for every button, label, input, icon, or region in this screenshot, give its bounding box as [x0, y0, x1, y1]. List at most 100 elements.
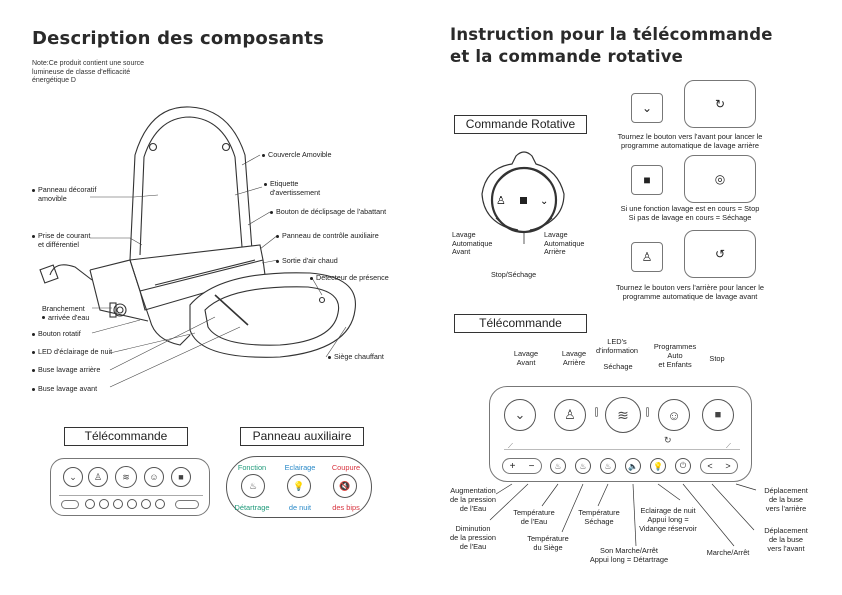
nozzle-left-button[interactable]: <	[707, 461, 713, 471]
son-button[interactable]: 🔈	[625, 458, 641, 474]
left-telecommande-heading: Télécommande	[64, 427, 188, 446]
note-line: Note:Ce produit contient une source	[32, 60, 145, 67]
callout-siege-chauffant: Siège chauffant	[328, 352, 384, 362]
rotary-knob-diagram: ♙ ⌄	[481, 151, 565, 244]
lavage-arriere-button[interactable]: ♙	[554, 399, 586, 431]
note-line: lumineuse de classe d'efficacité	[32, 68, 131, 76]
power-button[interactable]: ⏻	[675, 458, 691, 474]
remote-divider	[504, 449, 740, 450]
toilet-seat-diagram	[39, 106, 356, 388]
right-title: Instruction pour la télécommande et la c…	[450, 24, 773, 68]
nozzle-right-button[interactable]: >	[725, 461, 731, 471]
nozzle-stepper	[175, 500, 199, 509]
lavage-avant-icon: ⌄	[63, 467, 83, 487]
small-btn-icon	[155, 499, 165, 509]
svg-text:⌄: ⌄	[540, 196, 548, 207]
detartrage-icon[interactable]: ♨	[241, 474, 265, 498]
label-marche-arret: Marche/Arrêt	[706, 548, 750, 557]
programme-auto-button[interactable]: ☺	[658, 399, 690, 431]
small-btn-icon	[99, 499, 109, 509]
rear-wash-icon: ⌄	[631, 93, 663, 123]
stop-icon: ■	[171, 467, 191, 487]
pressure-plus-button[interactable]: +	[509, 460, 516, 472]
pressure-minus-button[interactable]: −	[528, 460, 535, 472]
knob-press-photo: ◎	[684, 155, 756, 203]
sechage-icon: ≋	[115, 466, 137, 488]
led-indicator	[595, 407, 598, 417]
knob-backward-photo: ↺	[684, 230, 756, 278]
led-indicator	[646, 407, 649, 417]
stop-button[interactable]: ■	[702, 399, 734, 431]
cycle-icon: ↻	[664, 435, 672, 445]
label-sechage: Séchage	[603, 362, 633, 371]
remote-leader-lines	[489, 483, 757, 547]
dash-icon: ⟋	[726, 443, 731, 450]
energy-note: Note:Ce produit contient une source lumi…	[32, 60, 144, 86]
night-light-icon[interactable]: 💡	[287, 474, 311, 498]
caption-stop: Si une fonction lavage est en cours = St…	[620, 204, 760, 222]
small-remote: ⌄ ♙ ≋ ☺ ■	[50, 458, 210, 516]
lavage-avant-button[interactable]: ⌄	[504, 399, 536, 431]
front-wash-icon: ♙	[631, 242, 663, 272]
callout-led-nuit: LED d'éclairage de nuit	[32, 347, 112, 357]
callout-detecteur: Détecteur de présence	[310, 273, 389, 283]
callout-air-chaud: Sortie d'air chaud	[276, 256, 338, 266]
remote-control: ⌄ ♙ ≋ ☺ ■ ↻ ⟋ ⟋ + − ♨ ♨ ♨ 🔈 💡 ⏻ < >	[489, 386, 752, 482]
small-btn-icon	[113, 499, 123, 509]
stop-sechage-icon: ■	[631, 165, 663, 195]
remote-divider	[59, 495, 203, 496]
mute-icon[interactable]: 🔇	[333, 474, 357, 498]
caption-forward: Tournez le bouton vers l'avant pour lanc…	[617, 132, 763, 150]
small-btn-icon	[127, 499, 137, 509]
aux-detartrage-label: Détartrage	[234, 503, 270, 512]
programme-icon: ☺	[144, 467, 164, 487]
left-title: Description des composants	[32, 28, 324, 49]
aux-nuit-label: de nuit	[288, 503, 312, 512]
callout-panneau-auxiliaire: Panneau de contrôle auxiliaire	[276, 231, 379, 241]
temp-eau-button[interactable]: ♨	[550, 458, 566, 474]
rotative-heading: Commande Rotative	[454, 115, 587, 134]
dash-icon: ⟋	[508, 443, 513, 450]
callout-declipsage: Bouton de déclipsage de l'abattant	[270, 207, 386, 217]
caption-backward: Tournez le bouton vers l'arrière pour la…	[615, 283, 765, 301]
temp-siege-button[interactable]: ♨	[575, 458, 591, 474]
right-title-line: et la commande rotative	[450, 47, 684, 66]
sechage-button[interactable]: ≋	[605, 397, 641, 433]
callout-bouton-rotatif: Bouton rotatif	[32, 329, 81, 339]
eclairage-button[interactable]: 💡	[650, 458, 666, 474]
callout-buse-avant: Buse lavage avant	[32, 384, 97, 394]
aux-panel: Fonction Eclairage Coupure ♨ 💡 🔇 Détartr…	[226, 456, 372, 518]
note-line: énergétique D	[32, 77, 76, 84]
small-btn-icon	[85, 499, 95, 509]
svg-text:♙: ♙	[496, 194, 506, 207]
nozzle-stepper[interactable]: < >	[700, 458, 738, 474]
aux-eclairage-label: Eclairage	[284, 463, 316, 472]
pressure-stepper[interactable]: + −	[502, 458, 542, 474]
right-telecommande-heading: Télécommande	[454, 314, 587, 333]
pressure-stepper	[61, 500, 79, 509]
callout-buse-arriere: Buse lavage arrière	[32, 365, 100, 375]
small-btn-icon	[141, 499, 151, 509]
aux-coupure-label: Coupure	[331, 463, 361, 472]
temp-sechage-button[interactable]: ♨	[600, 458, 616, 474]
knob-bottom-label: Stop/Séchage	[491, 270, 537, 279]
aux-fonction-label: Fonction	[237, 463, 267, 472]
label-stop: Stop	[709, 354, 725, 363]
